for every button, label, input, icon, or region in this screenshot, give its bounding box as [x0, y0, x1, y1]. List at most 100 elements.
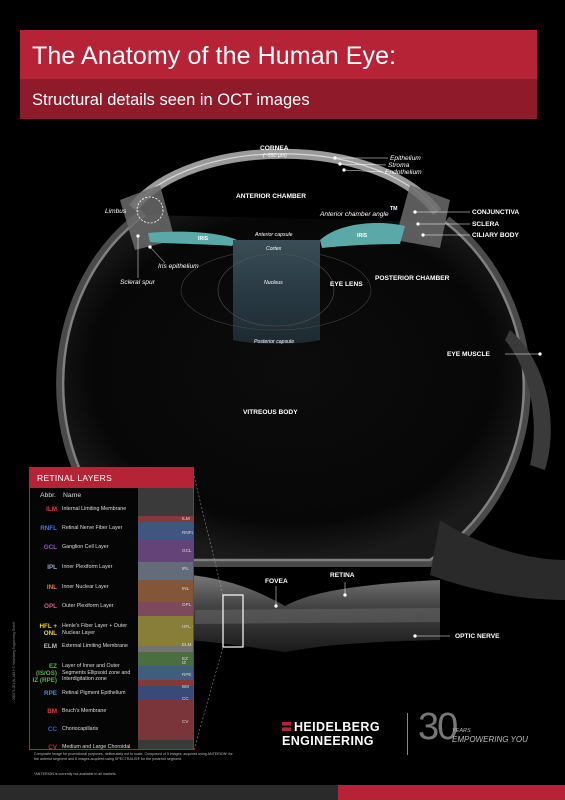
layer-name: Outer Plexiform Layer: [62, 603, 114, 609]
strip-band: [138, 666, 193, 680]
subtitle-bar: [20, 79, 537, 119]
layer-abbr: EZ (IS/OS) IZ (RPE): [32, 663, 58, 684]
iris-right-shape: [320, 222, 405, 248]
label-stroma: Stroma: [388, 162, 410, 169]
layer-row: EZ (IS/OS) IZ (RPE)Layer of Inner and Ou…: [30, 663, 140, 684]
label-cornea-size: (~550 µm): [263, 153, 287, 159]
layer-row: RPE Retinal Pigment Epithelium: [30, 690, 140, 710]
vertical-document-code: 200071-001 IN. AE19 © Heidelberg Enginee…: [12, 621, 16, 700]
label-iris-right: IRIS: [357, 233, 368, 239]
anniversary-number: 30: [418, 706, 458, 748]
brand-divider: [407, 713, 408, 755]
layer-name: Ganglion Cell Layer: [62, 544, 109, 550]
layer-name: Henle's Fiber Layer + Outer Nuclear Laye…: [62, 623, 128, 636]
strip-label: HFL + ONL: [182, 624, 194, 629]
label-cortex: Cortex: [266, 246, 282, 252]
label-anterior-chamber: ANTERIOR CHAMBER: [236, 193, 306, 200]
strip-label: IZ: [182, 660, 186, 665]
anniversary-years: YEARS: [452, 728, 471, 734]
layer-abbr: RNFL: [40, 525, 57, 532]
strip-label: CC: [182, 696, 189, 701]
footer-note-availability: *ANTERION is currently not available in …: [34, 772, 117, 776]
layer-name: Inner Plexiform Layer: [62, 564, 113, 570]
strip-label: ELM: [182, 642, 192, 647]
brand-line-1: HEIDELBERG: [294, 720, 380, 734]
layer-row: HFL + ONL Henle's Fiber Layer + Outer Nuc…: [30, 623, 140, 643]
label-limbus: Limbus: [105, 208, 127, 215]
label-retina: RETINA: [330, 572, 355, 579]
lens-shape: [233, 240, 320, 344]
label-scleral-spur: Scleral spur: [120, 279, 155, 286]
layer-abbr: CV: [48, 744, 57, 750]
strip-band: [138, 680, 193, 686]
strip-background: [138, 488, 193, 749]
layer-abbr: CC: [47, 726, 57, 733]
page-title: The Anatomy of the Human Eye:: [32, 42, 397, 70]
strip-band: [138, 652, 193, 666]
label-anterior-chamber-angle: Anterior chamber angle: [320, 211, 389, 218]
label-anterior-capsule: Anterior capsule: [255, 232, 293, 238]
strip-band: [138, 602, 193, 616]
layer-name: Retinal Nerve Fiber Layer: [62, 525, 123, 531]
label-conjunctiva: CONJUNCTIVA: [472, 209, 520, 216]
tagline: EMPOWERING YOU: [452, 735, 528, 744]
layer-name: Medium and Large Choroidal Vessels: [62, 744, 131, 750]
retinal-panel-title: RETINAL LAYERS: [37, 473, 113, 483]
layer-row: RNFL Retinal Nerve Fiber Layer: [30, 525, 140, 545]
strip-band: [138, 540, 193, 562]
layer-abbr: RPE: [44, 690, 57, 697]
strip-band: [138, 646, 193, 652]
brand-line-2: ENGINEERING: [282, 734, 374, 748]
layer-row: BM Bruch's Membrane: [30, 708, 140, 728]
layer-name: Internal Limiting Membrane: [62, 506, 127, 512]
strip-label: OPL: [182, 602, 192, 607]
header-top-band: [0, 0, 565, 30]
strip-band: [138, 686, 193, 700]
eye-muscle-shape: [505, 330, 551, 470]
label-cornea: CORNEA: [260, 145, 289, 152]
layer-abbr: IPL: [47, 564, 57, 571]
layer-abbr: HFL + ONL: [39, 623, 57, 637]
label-ciliary-body: CILIARY BODY: [472, 232, 519, 239]
label-iris-epithelium: Iris epithelium: [158, 263, 199, 270]
iris-left-shape: [148, 231, 237, 246]
layer-row: INL Inner Nuclear Layer: [30, 584, 140, 604]
retinal-panel-header: [30, 468, 193, 488]
label-posterior-capsule: Posterior capsule: [254, 339, 295, 345]
strip-band: [138, 516, 193, 522]
label-epithelium: Epithelium: [390, 155, 421, 162]
strip-label: EZ: [182, 656, 188, 661]
strip-band: [138, 616, 193, 646]
retina-inset-marker: [222, 594, 244, 648]
layer-abbr: OPL: [44, 603, 57, 610]
layer-abbr: GCL: [43, 544, 57, 551]
layer-row: IPL Inner Plexiform Layer: [30, 564, 140, 584]
layer-name: Bruch's Membrane: [62, 708, 107, 714]
bottom-bar-red: [338, 785, 565, 800]
label-tm: TM: [390, 206, 398, 212]
strip-label: RNFL: [182, 530, 194, 535]
heidelberg-logo-icon: [282, 722, 291, 731]
label-eye-muscle: EYE MUSCLE: [447, 351, 490, 358]
layer-name: Inner Nuclear Layer: [62, 584, 109, 590]
label-nucleus: Nucleus: [264, 280, 283, 286]
layer-abbr: BM: [47, 708, 57, 715]
layer-row: GCL Ganglion Cell Layer: [30, 544, 140, 564]
label-eye-lens: EYE LENS: [330, 281, 363, 288]
strip-band: [138, 700, 193, 740]
label-optic-nerve: OPTIC NERVE: [455, 633, 500, 640]
layer-name: Retinal Pigment Epithelium: [62, 690, 126, 696]
strip-label: BM: [182, 684, 189, 689]
strip-band: [138, 522, 193, 540]
col-abbr: Abbr.: [40, 492, 56, 499]
layer-abbr: INL: [46, 584, 57, 591]
strip-label: INL: [182, 586, 190, 591]
footer-note: Composite image for promotional purposes…: [34, 752, 233, 761]
layer-name: Choriocapillaris: [62, 726, 99, 732]
strip-label: RPE: [182, 672, 191, 677]
page-subtitle: Structural details seen in OCT images: [32, 91, 310, 109]
